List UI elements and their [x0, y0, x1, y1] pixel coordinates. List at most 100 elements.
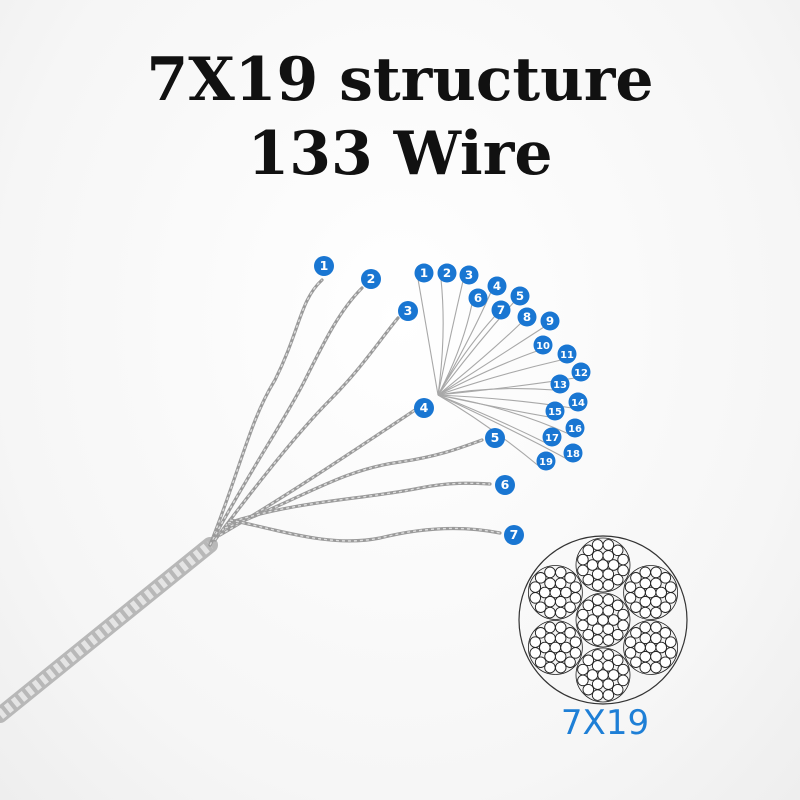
cross-wire [544, 661, 556, 674]
wire-badge-13-circle [550, 374, 570, 394]
cross-wire [544, 606, 556, 619]
wire-badge-12-circle [571, 362, 591, 382]
wire-badge-4: 4 [487, 276, 507, 296]
cross-wire [577, 553, 589, 566]
cross-wire [602, 579, 615, 591]
cross-strand-6 [575, 537, 631, 593]
cross-wire [630, 601, 642, 613]
cross-wire [529, 647, 542, 659]
wire-badge-8-circle [517, 307, 537, 327]
strand-badge-1: 1 [314, 256, 334, 276]
wire-10 [437, 350, 538, 396]
cross-wire [555, 621, 567, 634]
cross-wire [630, 627, 642, 639]
wire-11 [437, 359, 562, 396]
wire-badge-2-circle [437, 263, 457, 283]
cross-wire [591, 550, 604, 562]
wire-badge-16: 16 [565, 418, 585, 438]
cross-wire [664, 581, 677, 593]
strand-badge-3-circle [398, 301, 418, 321]
cross-wire [617, 553, 629, 566]
cross-strand-3 [575, 647, 631, 703]
cross-wire [650, 621, 662, 634]
title-line-2: 133 Wire [247, 119, 553, 189]
wire-13 [437, 388, 555, 396]
cross-wire [582, 654, 595, 667]
cross-wire [544, 566, 556, 579]
cross-wire [611, 654, 624, 667]
cross-section-label: 7X19 [560, 703, 650, 743]
strand-badge-5-circle [485, 428, 505, 448]
wire-badge-11-text: 11 [560, 350, 574, 361]
wire-19 [437, 394, 541, 468]
wire-3 [437, 280, 464, 396]
cross-wire [577, 619, 589, 632]
strand-badge-5-text: 5 [491, 430, 500, 445]
wire-badge-18-text: 18 [566, 449, 580, 460]
wire-badge-17-text: 17 [545, 433, 559, 444]
cross-wire [664, 647, 677, 659]
cross-wire [544, 632, 556, 645]
cross-wire [591, 649, 604, 661]
cross-wire [659, 627, 672, 639]
wire-badge-7-text: 7 [497, 303, 505, 317]
cross-wire [534, 656, 547, 668]
cross-wire [539, 641, 551, 654]
cross-wire [655, 586, 667, 599]
cross-wire [650, 632, 662, 645]
wire-badge-12: 12 [571, 362, 591, 382]
cross-wire [569, 647, 582, 659]
wire-badge-18: 18 [563, 443, 583, 463]
cross-wire [602, 605, 615, 617]
wire-18 [437, 394, 568, 460]
cross-wire [586, 614, 599, 626]
cross-wire [602, 634, 615, 646]
wire-badge-7: 7 [491, 300, 511, 320]
cross-wire [617, 608, 629, 621]
wire-badge-16-circle [565, 418, 585, 438]
strand-badge-7-circle [504, 525, 524, 545]
cross-section-outline [518, 535, 688, 705]
cross-wire [560, 641, 572, 654]
wire-badge-16-text: 16 [568, 424, 582, 435]
cross-wire [534, 627, 547, 639]
strand-badge-2-text: 2 [367, 271, 376, 286]
strand-badge-1-text: 1 [320, 258, 329, 273]
strand-7 [228, 518, 502, 543]
cross-wire [659, 572, 672, 584]
wire-badge-13-text: 13 [553, 380, 567, 391]
cross-wire [655, 641, 667, 654]
wire-badge-10-circle [533, 335, 553, 355]
strand-badge-6-text: 6 [501, 477, 510, 492]
cross-wire [617, 619, 629, 632]
cross-strand-2 [623, 620, 679, 675]
wire-17 [437, 394, 547, 444]
strand-5-twist [224, 439, 483, 529]
wire-badge-1-circle [414, 263, 434, 283]
strand-badge-6: 6 [495, 475, 515, 495]
strand-badge-5: 5 [485, 428, 505, 448]
cross-wire [611, 573, 624, 586]
cross-wire [664, 636, 677, 648]
strand-badge-2: 2 [361, 269, 381, 289]
cross-wire [611, 599, 624, 612]
rope-trunk-twist [0, 541, 214, 719]
strand-6-twist [227, 482, 491, 524]
strand-badge-7: 7 [504, 525, 524, 545]
cross-wire [560, 586, 572, 599]
cross-wire [602, 539, 615, 551]
wire-badge-4-text: 4 [493, 279, 501, 293]
cross-wire [534, 601, 547, 613]
cross-wire [630, 656, 642, 668]
wire-badge-17-circle [542, 427, 562, 447]
wire-badge-15-text: 15 [548, 407, 562, 418]
wire-badge-17: 17 [542, 427, 562, 447]
cross-wire [582, 628, 595, 641]
cross-wire [659, 656, 672, 668]
wire-badge-7-circle [491, 300, 511, 320]
cross-wire [529, 592, 542, 604]
cross-wire [624, 647, 637, 659]
wire-badge-13: 13 [550, 374, 570, 394]
wire-9 [437, 326, 545, 396]
wire-badge-3-text: 3 [465, 268, 473, 282]
